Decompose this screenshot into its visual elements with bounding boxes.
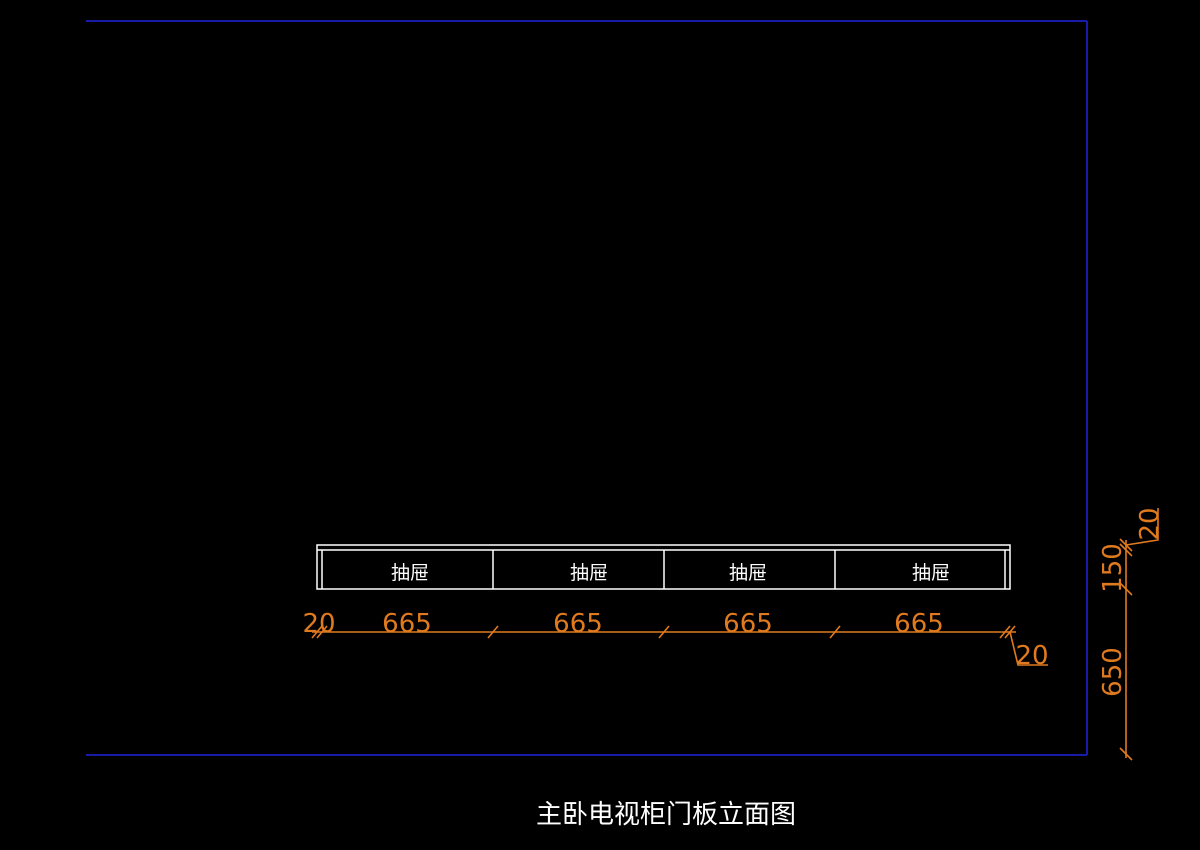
drawer-label-4: 抽屉	[912, 562, 950, 584]
drawing-title: 主卧电视柜门板立面图	[536, 800, 796, 830]
top-gap-leader	[1125, 508, 1159, 546]
dim-tick-3	[487, 625, 499, 639]
vertical-dimension-chain	[1119, 508, 1159, 761]
dim-panel-width-4: 665	[894, 609, 944, 639]
dim-tick-5	[829, 625, 841, 639]
drawer-label-1: 抽屉	[391, 562, 429, 584]
drawer-label-2: 抽屉	[570, 562, 608, 584]
sheet-frame	[86, 20, 1088, 756]
dim-top-gap: 20	[1135, 507, 1165, 540]
horizontal-dimension-texts: 20 665 665 665 665 20	[302, 609, 1048, 671]
dim-leg-height: 650	[1098, 647, 1128, 697]
dim-panel-width-1: 665	[382, 609, 432, 639]
dim-panel-width-3: 665	[723, 609, 773, 639]
vdim-tick-4	[1119, 747, 1133, 761]
dim-panel-width-2: 665	[553, 609, 603, 639]
tv-cabinet	[316, 544, 1011, 590]
vdim-tick-2	[1119, 543, 1133, 557]
drawer-label-3: 抽屉	[729, 562, 767, 584]
dim-tick-6	[999, 625, 1011, 639]
right-gap-leader	[1009, 631, 1048, 666]
dim-drawer-height: 150	[1098, 543, 1128, 593]
vertical-dimension-texts: 20 150 650	[1098, 507, 1165, 696]
dim-right-gap: 20	[1015, 641, 1048, 671]
dim-left-gap: 20	[302, 609, 335, 639]
dim-tick-1	[311, 625, 323, 639]
dim-tick-4	[658, 625, 670, 639]
dim-tick-2	[316, 625, 328, 639]
horizontal-dimension-chain	[311, 625, 1048, 666]
drawer-labels: 抽屉 抽屉 抽屉 抽屉	[391, 562, 950, 584]
vdim-tick-3	[1119, 582, 1133, 596]
